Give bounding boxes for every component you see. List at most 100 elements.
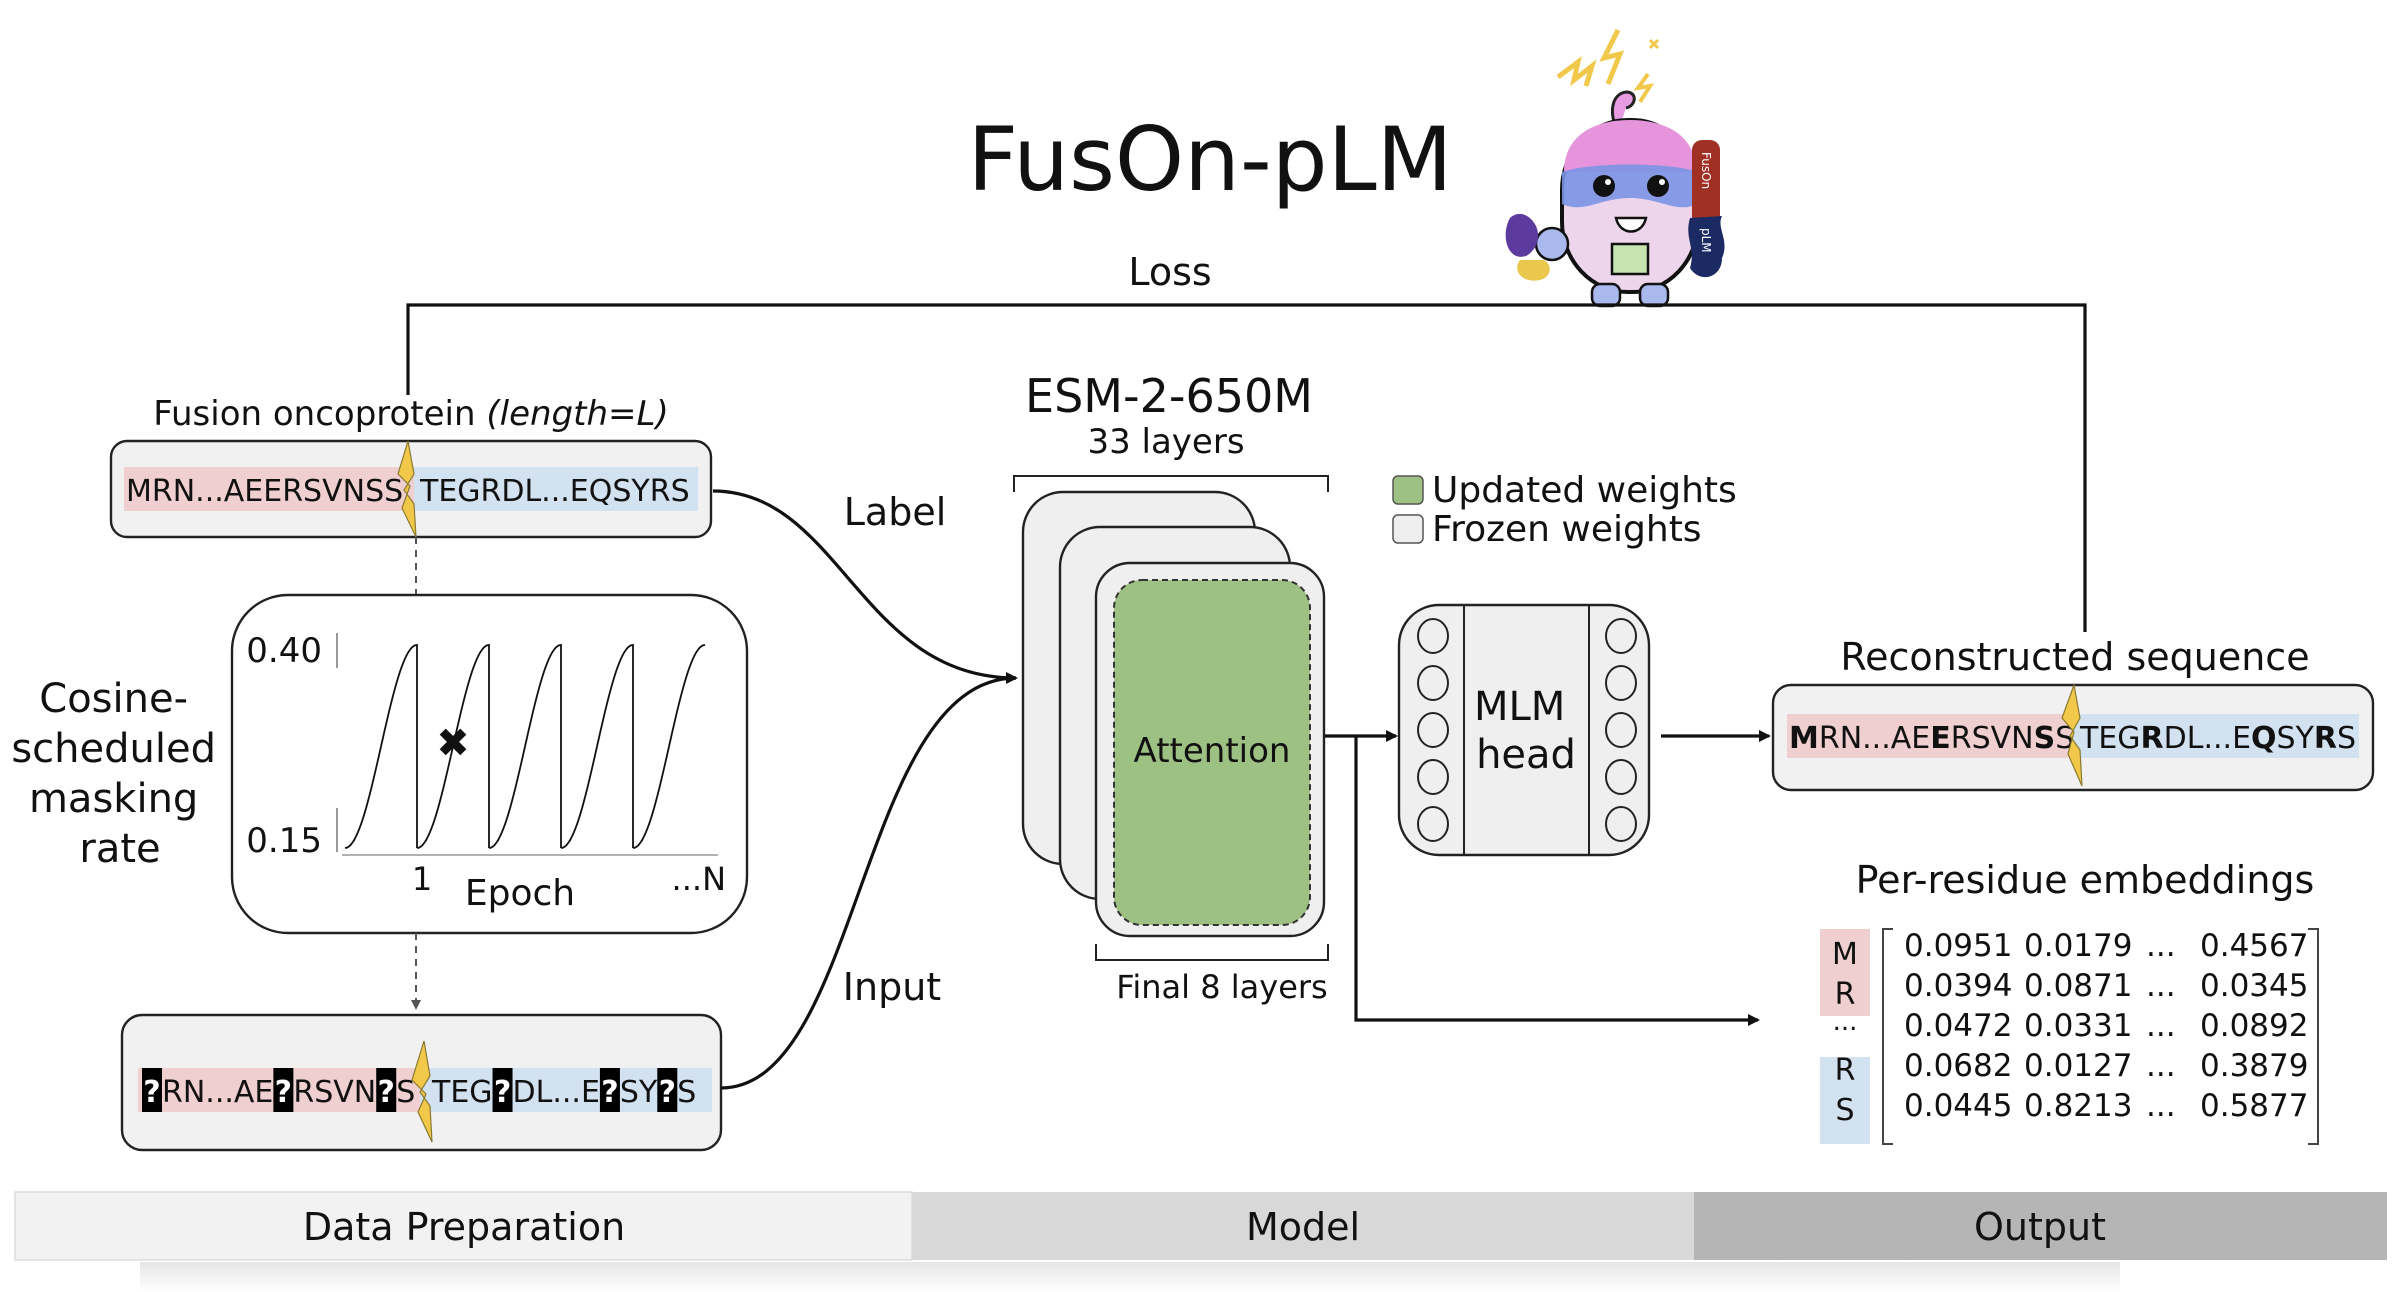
y-tick-label-min: 0.15	[246, 821, 322, 861]
loss-label: Loss	[1128, 250, 1211, 294]
embeddings-label: Per-residue embeddings	[1856, 858, 2315, 902]
sequence-tail-region	[414, 467, 698, 511]
spark-icon	[1599, 28, 1625, 85]
residue-label: R	[1835, 977, 1856, 1012]
matrix-cell: 0.5877	[2200, 1088, 2308, 1124]
mlm-head-label: MLM head	[1474, 684, 1578, 778]
sequence-fragment: RN...AE	[162, 1075, 273, 1110]
mask-token-bg	[492, 1068, 513, 1112]
masking-rate-cycle	[488, 643, 562, 849]
mask-token: ?	[378, 1075, 395, 1110]
spark-icon	[1556, 55, 1597, 87]
input-connector	[720, 676, 1017, 1090]
fusion-sequence-box: MRN...AEERSVNSS TEGRDL...EQSYRS	[109, 439, 713, 539]
neuron-node	[1417, 806, 1449, 842]
reconstructed-head-region	[1787, 714, 2073, 758]
sequence-head-text: MRN...AEERSVNSS	[126, 474, 403, 509]
sequence-fragment: TEG	[431, 1075, 493, 1110]
matrix-cell: 0.0345	[2200, 968, 2308, 1004]
x-tick-label-first: 1	[412, 860, 432, 898]
sequence-fragment: RSVN	[293, 1075, 376, 1110]
x-tick-label-last: ...N	[672, 860, 726, 898]
sequence-fragment: S	[396, 1075, 415, 1110]
mask-token: ?	[275, 1075, 292, 1110]
mask-token: ?	[143, 1075, 160, 1110]
matrix-cell: ...	[2146, 1008, 2176, 1044]
residue-label: S	[1835, 1093, 1854, 1128]
final-layers-label: Final 8 layers	[1116, 968, 1327, 1006]
input-flow-label: Input	[843, 965, 941, 1009]
mask-token: ?	[601, 1075, 618, 1110]
weights-legend: Updated weights Frozen weights	[1392, 470, 1737, 550]
reconstructed-fragment: TEGRDL...EQSYRS	[2079, 721, 2356, 756]
mlm-head: MLM head	[1397, 603, 1651, 857]
mask-token-bg	[273, 1068, 294, 1112]
matrix-cell: 0.0892	[2200, 1008, 2308, 1044]
neuron-node	[1605, 759, 1637, 795]
y-tick-label-max: 0.40	[246, 631, 322, 671]
mask-token-bg	[657, 1068, 678, 1112]
transformer-layers-stack: Attention	[1021, 490, 1326, 938]
diagram-title: FusOn-pLM	[967, 108, 1452, 211]
neuron-node	[1605, 806, 1637, 842]
sequence-fragment: DL...E	[513, 1075, 600, 1110]
chart-curves	[344, 643, 706, 849]
masking-rate-cycle	[416, 643, 490, 849]
label-flow-label: Label	[844, 490, 947, 534]
neuron-node	[1417, 665, 1449, 701]
masking-rate-chart: 0.40 0.15 ✖ 1 Epoch ...N	[230, 593, 749, 935]
residue-tail-labels-bg	[1820, 1057, 1870, 1144]
masking-rate-cycle	[344, 643, 418, 849]
mlm-input-nodes	[1417, 618, 1449, 842]
mask-token-bg	[142, 1068, 162, 1112]
sequence-fragment: S	[677, 1075, 696, 1110]
legend-label-frozen: Frozen weights	[1432, 509, 1702, 550]
matrix-cell: 0.0331	[2024, 1008, 2132, 1044]
loss-connector	[406, 303, 2087, 632]
section-bar-shadow	[140, 1262, 2120, 1292]
section-bar: Data Preparation Model Output	[14, 1191, 2387, 1261]
matrix-cell: ...	[2146, 928, 2176, 964]
mascot-flag-text-bottom: pLM	[1699, 228, 1713, 253]
neuron-node	[1417, 712, 1449, 748]
embeddings-branch-arrow	[1354, 736, 1760, 1026]
mask-token: ?	[494, 1075, 511, 1110]
lightning-bolt-icon	[2061, 682, 2083, 787]
legend-swatch-frozen	[1392, 514, 1424, 544]
sequence-head-region	[124, 467, 414, 511]
legend-label-updated: Updated weights	[1432, 470, 1737, 511]
reconstructed-sequence-label: Reconstructed sequence	[1840, 635, 2309, 679]
masking-rate-cycle	[560, 643, 634, 849]
residue-head-labels-bg	[1820, 929, 1870, 1016]
neuron-node	[1417, 759, 1449, 795]
neuron-node	[1605, 618, 1637, 654]
fusion-oncoprotein-label: Fusion oncoprotein (length=L)	[153, 394, 668, 434]
neuron-node	[1605, 665, 1637, 701]
section-data-preparation	[14, 1191, 913, 1261]
sequence-fragment: SY	[620, 1075, 658, 1110]
final-layers-bracket	[1095, 944, 1329, 961]
attention-block	[1113, 579, 1311, 926]
all-layers-bracket	[1013, 475, 1329, 492]
matrix-cell: 0.0871	[2024, 968, 2132, 1004]
sequence-tail-text: TEGRDL...EQSYRS	[419, 474, 690, 509]
matrix-cell: 0.8213	[2024, 1088, 2132, 1124]
section-model	[912, 1192, 1694, 1260]
matrix-cell: 0.0394	[1904, 968, 2012, 1004]
matrix-cell: ...	[2146, 968, 2176, 1004]
section-label-model: Model	[1246, 1205, 1360, 1249]
masking-rate-label: Cosine- scheduled masking rate	[11, 676, 228, 872]
neuron-node	[1605, 712, 1637, 748]
section-output	[1694, 1192, 2387, 1260]
masking-rate-cycle	[632, 644, 706, 849]
section-label-output: Output	[1974, 1205, 2106, 1249]
neuron-node	[1417, 618, 1449, 654]
matrix-cell: 0.0951	[1904, 928, 2012, 964]
residue-ellipsis: ...	[1833, 1007, 1858, 1037]
residue-label: M	[1832, 937, 1858, 972]
